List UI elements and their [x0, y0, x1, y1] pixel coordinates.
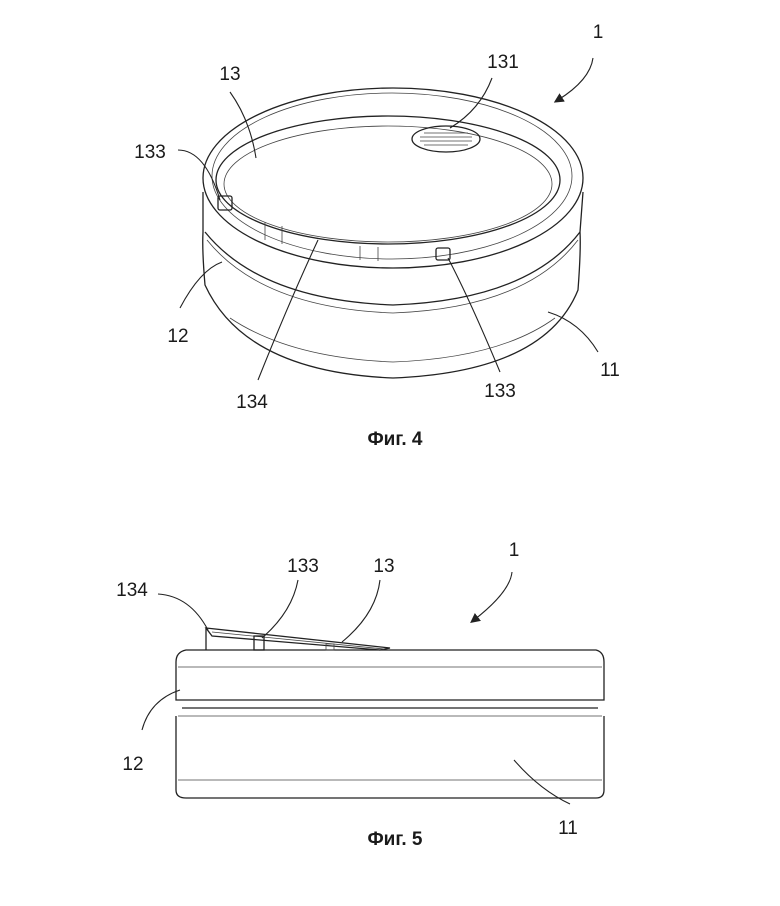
fig5-caption: Фиг. 5	[367, 829, 422, 850]
fig5-label-top-part: 12	[122, 754, 143, 775]
fig5-label-bottom-part: 11	[558, 818, 578, 839]
figure-4-drawing	[178, 58, 598, 380]
fig4-label-tab-left: 133	[134, 142, 166, 163]
fig4-label-hinge: 134	[236, 392, 268, 413]
fig4-caption: Фиг. 4	[367, 429, 422, 450]
fig4-label-top-part: 12	[167, 326, 188, 347]
figure-5-drawing	[142, 572, 604, 804]
fig4-label-tab-right: 133	[484, 381, 516, 402]
fig5-label-assembly: 1	[509, 540, 520, 561]
fig4-label-bottom-part: 11	[600, 360, 620, 381]
fig5-label-lid: 13	[373, 556, 394, 577]
fig4-label-vent: 131	[487, 52, 519, 73]
fig5-label-hinge: 134	[116, 580, 148, 601]
fig4-label-assembly: 1	[593, 22, 604, 43]
fig4-label-lid: 13	[219, 64, 240, 85]
fig5-label-tab: 133	[287, 556, 319, 577]
